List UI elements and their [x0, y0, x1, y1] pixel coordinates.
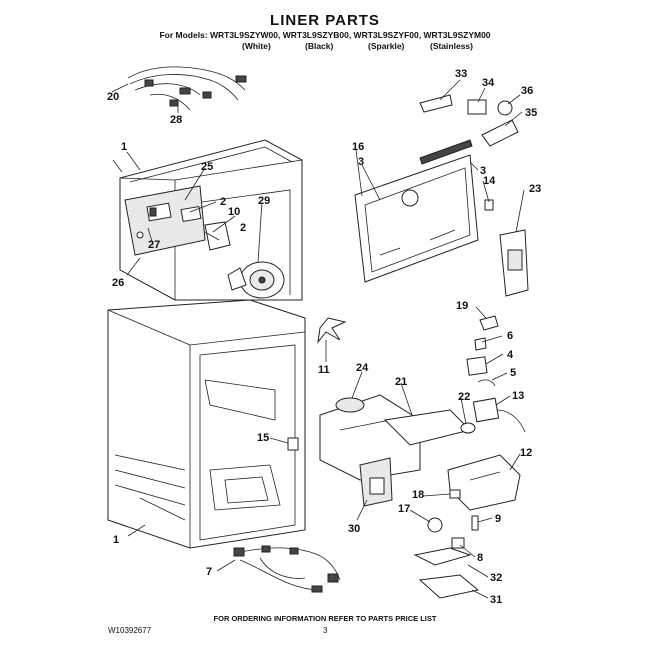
- callout-6: 6: [507, 330, 513, 342]
- leader-lines: [111, 79, 525, 599]
- callout-9: 9: [495, 513, 501, 525]
- callout-10: 10: [228, 206, 240, 218]
- callout-18: 18: [412, 489, 424, 501]
- variant-white: (White): [242, 41, 271, 51]
- fresh-food-liner: [107, 299, 306, 549]
- thermostat: [472, 397, 526, 433]
- callout-23: 23: [529, 183, 541, 195]
- fan-motor-assembly: [227, 261, 285, 299]
- callout-35: 35: [525, 107, 537, 119]
- callout-1-lower: 1: [113, 534, 119, 546]
- callout-13: 13: [512, 390, 524, 402]
- callout-11: 11: [318, 364, 330, 376]
- control-housing: [124, 185, 231, 256]
- callout-3-right: 3: [480, 165, 486, 177]
- wire-harness-bottom: [233, 545, 341, 593]
- lamp-parts: [427, 489, 479, 549]
- callout-22: 22: [458, 391, 470, 403]
- callout-36: 36: [521, 85, 533, 97]
- callout-8: 8: [477, 552, 483, 564]
- callout-32: 32: [490, 572, 502, 584]
- callout-34: 34: [482, 77, 495, 89]
- variant-sparkle: (Sparkle): [368, 41, 405, 51]
- callout-2-a: 2: [220, 196, 226, 208]
- clip: [479, 315, 499, 331]
- callout-12: 12: [520, 447, 532, 459]
- callout-20: 20: [107, 91, 119, 103]
- callout-19: 19: [456, 300, 468, 312]
- models-line: For Models: WRT3L9SZYW00, WRT3L9SZYB00, …: [159, 30, 491, 40]
- light-shield: [413, 547, 480, 599]
- callout-29: 29: [258, 195, 270, 207]
- ordering-note: FOR ORDERING INFORMATION REFER TO PARTS …: [213, 614, 437, 623]
- callout-33: 33: [455, 68, 467, 80]
- callout-24: 24: [356, 362, 369, 374]
- page-title: LINER PARTS: [270, 12, 380, 29]
- callout-15: 15: [257, 432, 269, 444]
- callout-1-upper: 1: [121, 141, 127, 153]
- callout-26: 26: [112, 277, 124, 289]
- wire-harness-top: [127, 66, 247, 111]
- callout-28: 28: [170, 114, 182, 126]
- knob: [460, 422, 476, 434]
- document-number: W10392677: [108, 626, 152, 635]
- callout-numbers: 1 1 2 2 3 3 4 5 6 7 8 9 10 11 12 13 14 1…: [107, 68, 541, 606]
- callout-3-left: 3: [358, 156, 364, 168]
- variant-stainless: (Stainless): [430, 41, 473, 51]
- switch-parts: [466, 337, 496, 387]
- light-housing: [319, 394, 421, 507]
- bracket-assembly: [447, 454, 521, 511]
- callout-4: 4: [507, 349, 514, 361]
- callout-31: 31: [490, 594, 502, 606]
- callout-27: 27: [148, 239, 160, 251]
- callout-7: 7: [206, 566, 212, 578]
- callout-16: 16: [352, 141, 364, 153]
- callout-5: 5: [510, 367, 516, 379]
- callout-14: 14: [483, 175, 496, 187]
- callout-2-b: 2: [240, 222, 246, 234]
- callout-25: 25: [201, 161, 213, 173]
- variant-black: (Black): [305, 41, 334, 51]
- callout-30: 30: [348, 523, 360, 535]
- callout-21: 21: [395, 376, 407, 388]
- evaporator-cover: [354, 139, 494, 283]
- control-panel: [499, 229, 529, 297]
- upper-small-parts: [419, 94, 519, 147]
- page-number: 3: [323, 626, 328, 635]
- freezer-liner: [112, 139, 303, 301]
- callout-17: 17: [398, 503, 410, 515]
- fan-blade: [317, 317, 347, 344]
